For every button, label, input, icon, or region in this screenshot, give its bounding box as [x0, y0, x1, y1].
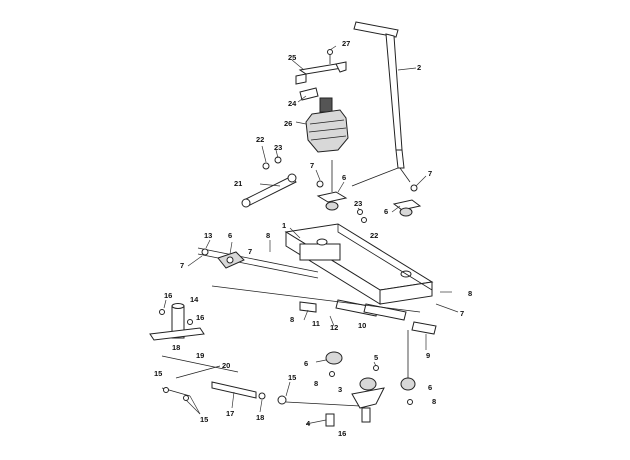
pivot-mount-right	[357, 184, 422, 223]
clip-bracket	[295, 49, 347, 85]
rubber-boot	[305, 97, 349, 153]
callout-7: 7	[428, 169, 432, 178]
callout-4: 4	[306, 419, 311, 428]
callout-8: 8	[432, 397, 436, 406]
left-shaft	[197, 247, 319, 279]
callout-8: 8	[468, 289, 472, 298]
callout-9: 9	[426, 351, 430, 360]
callout-25: 25	[288, 53, 296, 62]
callout-7: 7	[460, 309, 464, 318]
callout-12: 12	[330, 323, 338, 332]
callout-24: 24	[288, 99, 297, 108]
callout-16: 16	[164, 291, 172, 300]
callout-15: 15	[200, 415, 208, 424]
tubes	[211, 285, 437, 335]
callout-15: 15	[154, 369, 162, 378]
callout-10: 10	[358, 321, 366, 330]
callout-6: 6	[228, 231, 232, 240]
callout-16: 16	[196, 313, 204, 322]
callout-2: 2	[417, 63, 421, 72]
callout-8: 8	[290, 315, 294, 324]
callout-11: 11	[312, 319, 320, 328]
pivot-mount-left	[316, 160, 348, 211]
callout-14: 14	[190, 295, 199, 304]
callout-18: 18	[256, 413, 264, 422]
callout-8: 8	[314, 379, 318, 388]
callout-7: 7	[310, 161, 314, 170]
callout-13: 13	[204, 231, 212, 240]
callout-20: 20	[222, 361, 230, 370]
callout-23: 23	[274, 143, 282, 152]
callout-numbers: 27 25 2 24 26 22 23 21 7 6 7 6 23 22 1 1…	[154, 39, 472, 438]
callout-6: 6	[342, 173, 346, 182]
callout-15: 15	[288, 373, 296, 382]
callout-21: 21	[234, 179, 242, 188]
callout-19: 19	[196, 351, 204, 360]
shift-lever	[351, 21, 411, 187]
callout-6: 6	[304, 359, 308, 368]
lower-linkage	[161, 355, 361, 407]
left-post	[149, 303, 205, 341]
callout-5: 5	[374, 353, 378, 362]
callout-7: 7	[180, 261, 184, 270]
leader-lines	[163, 45, 459, 425]
pivot-mount-lower	[325, 330, 416, 405]
callout-26: 26	[284, 119, 292, 128]
callout-1: 1	[282, 221, 286, 230]
callout-8: 8	[266, 231, 270, 240]
callout-16: 16	[338, 429, 346, 438]
rod-21	[241, 156, 297, 208]
callout-6: 6	[428, 383, 432, 392]
callout-6: 6	[384, 207, 388, 216]
callout-3: 3	[338, 385, 342, 394]
main-frame	[284, 223, 434, 305]
callout-17: 17	[226, 409, 234, 418]
callout-18: 18	[172, 343, 180, 352]
bellcrank-3	[325, 365, 385, 427]
callout-22: 22	[256, 135, 264, 144]
callout-22: 22	[370, 231, 378, 240]
callout-27: 27	[342, 39, 350, 48]
callout-23: 23	[354, 199, 362, 208]
callout-7: 7	[248, 247, 252, 256]
